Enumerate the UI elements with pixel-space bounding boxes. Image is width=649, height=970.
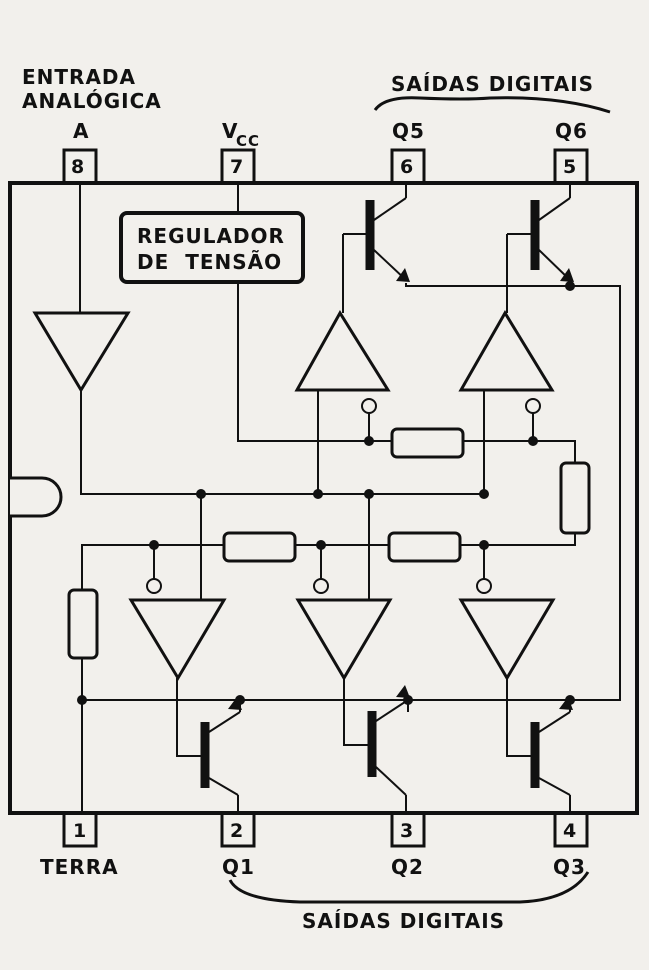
voltage-regulator-box [119,211,305,284]
input-buffer [32,311,131,393]
transistor-q6 [507,197,571,281]
wire-q5-emitter [405,283,569,287]
wire-q2-base [343,678,368,746]
comparator-q2 [295,598,393,681]
bubble-q3 [476,578,492,594]
top-outputs-label: SAÍDAS DIGITAIS [391,72,594,96]
entrada-label: ENTRADA [22,65,136,89]
pin1-signal-label: TERRA [40,855,119,879]
pin6-signal-label: Q5 [392,119,425,143]
resistor-top-ladder [390,427,465,459]
wire-q1-base [176,678,201,757]
resistor-mid-ladder-left [222,531,297,563]
vcc-label: V [222,119,238,143]
bubble-q6 [525,398,541,414]
pin1-number: 1 [73,820,87,842]
regulator-label-line1: REGULADOR [137,224,285,248]
transistor-q3 [530,711,571,796]
vcc-subscript: CC [236,132,260,150]
ic-notch [10,476,63,518]
pin6-number: 6 [400,156,414,178]
resistor-right-ladder [559,461,591,535]
wire-analog-bus [80,390,484,495]
pin4-number: 4 [563,820,577,842]
pin5-number: 5 [563,156,577,178]
comparator-q1 [128,598,227,681]
pin2-number: 2 [230,820,244,842]
wire-ref-right [463,440,576,463]
regulator-label-line2: DE TENSÃO [137,250,282,274]
pin8-signal-label: A [73,119,89,143]
pin-3 [390,811,426,848]
pin2-signal-label: Q1 [222,855,255,879]
transistor-q2 [367,699,409,796]
bubble-q5 [361,398,377,414]
wire-left-ladder [81,544,224,590]
transistor-q1 [200,711,241,796]
wire-regulator-ref [237,282,392,442]
pin8-number: 8 [71,156,85,178]
bubble-q1 [146,578,162,594]
comparator-q6 [458,310,555,392]
pin7-number: 7 [230,156,244,178]
ic-body [8,181,639,815]
pin-6 [390,148,426,185]
comparator-q3 [458,598,556,681]
brace-top-outputs [373,96,611,114]
transistor-q5 [343,197,407,281]
junction-dots [77,281,575,705]
analogica-label: ANALÓGICA [22,89,162,113]
pin4-signal-label: Q3 [553,855,586,879]
pin5-signal-label: Q6 [555,119,588,143]
brace-bottom-outputs [228,871,590,904]
resistor-mid-ladder-right [387,531,462,563]
pin-1 [62,811,98,848]
pin3-number: 3 [400,820,414,842]
bubble-q2 [313,578,329,594]
pin3-signal-label: Q2 [391,855,424,879]
wire-right-ladder [460,533,576,546]
wire-ground-rail [82,285,621,701]
bottom-outputs-label: SAÍDAS DIGITAIS [302,909,505,933]
resistor-left-ladder [67,588,99,660]
comparator-q5 [294,310,391,392]
wire-q3-base [506,678,531,757]
